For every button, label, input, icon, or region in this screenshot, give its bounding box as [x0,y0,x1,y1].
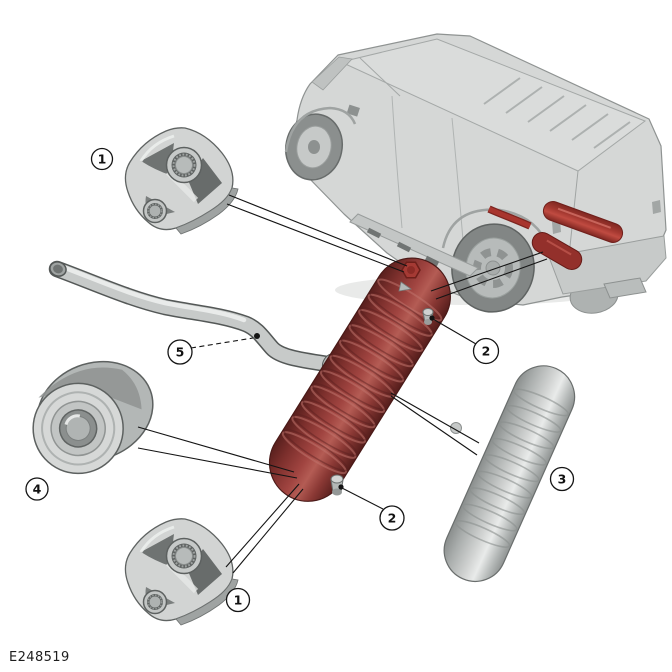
callout-1-bottom: 1 [225,587,251,613]
muffler-illustration [268,257,451,502]
callout-circle [25,477,49,501]
hanger-bracket-bottom [125,519,238,625]
callout-circle [90,147,114,171]
stud-head [330,474,344,484]
vehicle-rear-wheel-hub [485,260,501,276]
leader-line [430,251,544,292]
leader-line [225,483,300,568]
stud-head [422,308,434,316]
callout-circle [379,505,405,531]
callout-number: 2 [482,344,491,359]
leader-dot [254,333,260,339]
callout-circle [225,587,251,613]
vehicle-door-seam [391,95,403,229]
pipe-body [50,262,341,372]
vehicle-taillight [652,200,661,214]
vehicle-mirror [346,104,360,117]
pipe-highlight [57,263,247,323]
vehicle-door-seam [451,117,465,253]
heat-shield-outline [443,365,576,582]
leader-line [341,487,384,510]
callout-circle [472,337,500,365]
callout-number: 3 [558,472,567,487]
mounting-stud-top [422,308,434,325]
installed-muffler-end [531,232,583,270]
leader-line [435,258,548,300]
leader-line [390,392,480,444]
figure-code: E248519 [9,650,70,665]
vehicle-roof-seam [359,57,401,97]
vehicle-illustration [284,33,667,314]
callout-number: 1 [98,152,107,167]
leader-line-dashed [190,337,254,349]
callout-3: 3 [549,466,575,492]
bolt-clip [398,281,413,292]
installed-exhaust-pipe [487,206,532,229]
callout-1-top: 1 [90,147,114,171]
pipe-bore [53,264,63,274]
stud-base [424,319,432,325]
vehicle-front-arch [284,106,357,153]
heat-shield-illustration [443,365,576,582]
leader-line [228,194,408,267]
leader-line [432,318,477,345]
callout-number: 5 [176,345,185,360]
leader-line [137,447,298,479]
callout-5: 5 [167,339,193,365]
callout-4: 4 [25,477,49,501]
vehicle-tow-step [603,277,647,299]
callout-2-upper: 2 [472,337,500,365]
vehicle-step-treads [366,227,440,267]
callout-circle [167,339,193,365]
vehicle-roof-ribs [483,77,631,149]
installed-muffler-end-highlight [546,239,572,256]
callout-circle [549,466,575,492]
heat-shield-ribs [454,388,569,548]
installed-muffler-highlight [557,207,612,229]
leader-line [232,488,304,574]
vehicle-roof [339,38,647,172]
heat-shield-tab [450,422,462,434]
installed-exhaust-highlight [487,201,624,270]
leader-line [390,395,478,456]
hex-bolt-center [407,266,415,274]
leader-dot [429,315,435,321]
callouts: 1 2 2 3 4 5 1 [25,147,575,613]
callout-number: 4 [33,482,42,497]
vehicle-front-wheel-hub [308,140,320,154]
leader-line [137,426,295,473]
leader-line [226,203,405,273]
muffler-ribs [281,278,443,475]
callout-number: 1 [234,593,243,608]
isolator-sleeve-highlight [64,414,81,426]
front-pipe-illustration [48,260,343,375]
vehicle-windshield [311,56,353,91]
leader-lines [137,194,548,574]
isolator-face-ring [41,391,116,466]
hanger-bracket-top [125,128,238,234]
isolator-mount-illustration [32,360,154,475]
leader-dot [338,484,344,490]
stud-base [332,488,342,496]
callout-number: 2 [388,511,397,526]
installed-muffler-end-body [531,232,583,270]
callout-2-lower: 2 [379,505,405,531]
installed-muffler-body [542,201,624,243]
installed-muffler [542,201,624,243]
